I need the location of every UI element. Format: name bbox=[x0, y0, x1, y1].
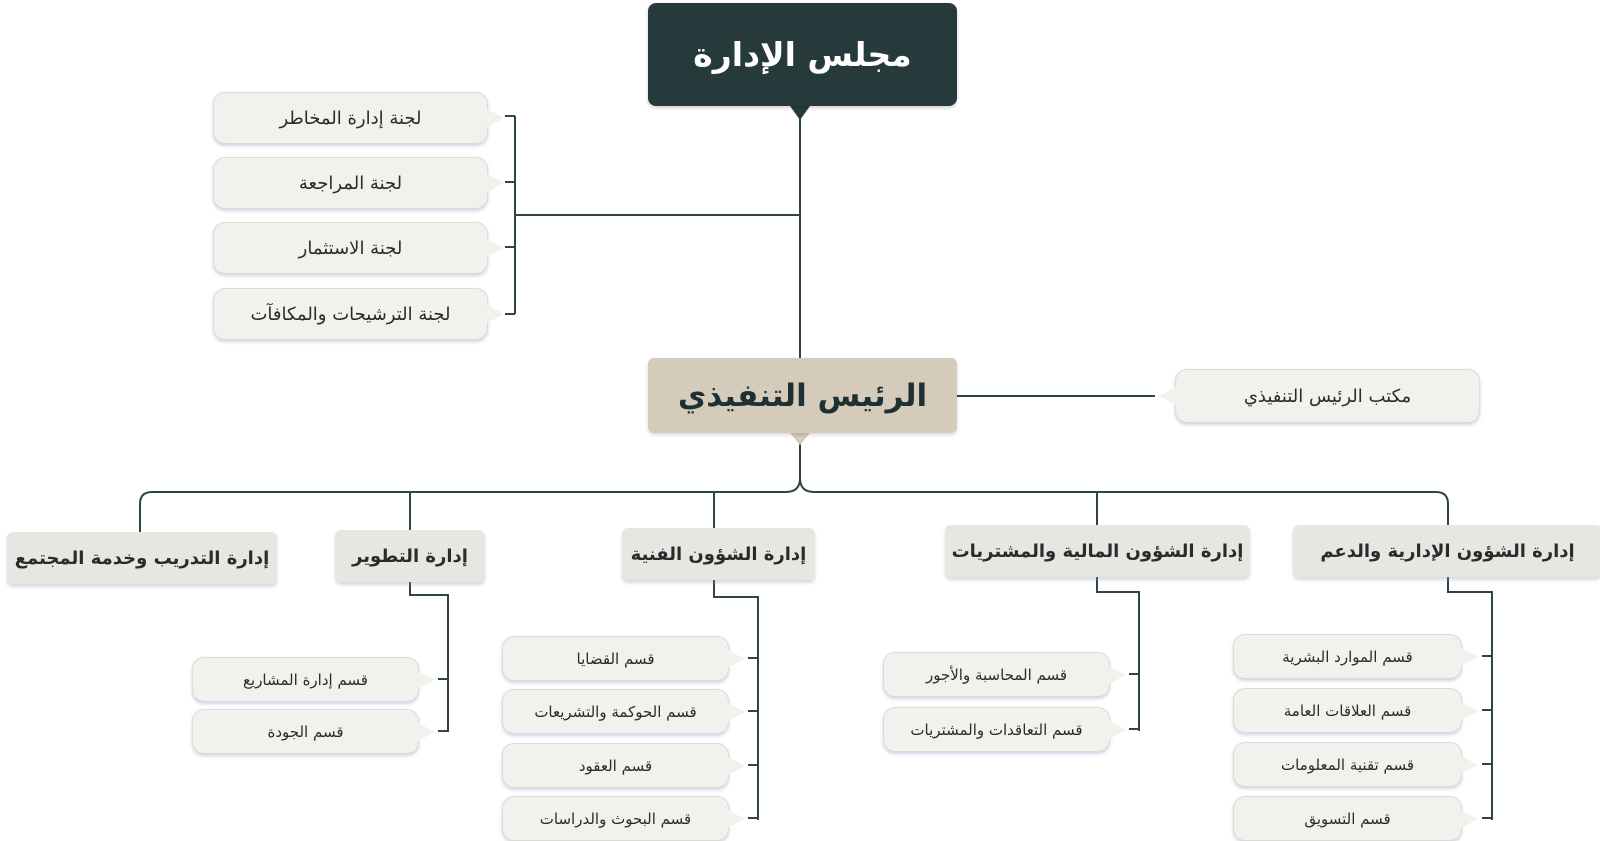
section-marketing[interactable]: قسم التسويق bbox=[1233, 796, 1478, 841]
connector-finance-sections bbox=[1096, 577, 1140, 731]
section-label: قسم العقود bbox=[578, 756, 653, 775]
section-it[interactable]: قسم تقنية المعلومات bbox=[1233, 742, 1478, 787]
section-hr[interactable]: قسم الموارد البشرية bbox=[1233, 634, 1478, 679]
ceo-pointer bbox=[790, 433, 810, 445]
board-box[interactable]: مجلس الإدارة bbox=[648, 3, 957, 106]
dept-label: إدارة الشؤون الإدارية والدعم bbox=[1320, 540, 1575, 562]
committee-investment[interactable]: لجنة الاستثمار bbox=[213, 222, 504, 274]
committee-risk[interactable]: لجنة إدارة المخاطر bbox=[213, 92, 504, 144]
section-label: قسم الحوكمة والتشريعات bbox=[534, 702, 697, 721]
section-cases[interactable]: قسم القضايا bbox=[502, 636, 745, 681]
connector-admin-sections bbox=[1447, 577, 1493, 820]
connector-departments bbox=[799, 433, 1449, 525]
board-label: مجلس الإدارة bbox=[693, 35, 912, 74]
connector-technical-sections bbox=[713, 577, 759, 820]
section-contracting-procurement[interactable]: قسم التعاقدات والمشتريات bbox=[883, 707, 1126, 752]
section-public-relations[interactable]: قسم العلاقات العامة bbox=[1233, 688, 1478, 733]
ceo-office-label: مكتب الرئيس التنفيذي bbox=[1243, 385, 1412, 407]
dept-finance-procurement[interactable]: إدارة الشؤون المالية والمشتريات bbox=[945, 525, 1250, 577]
connector-committees bbox=[505, 115, 800, 315]
section-label: قسم الجودة bbox=[267, 722, 344, 741]
section-project-management[interactable]: قسم إدارة المشاريع bbox=[192, 657, 435, 702]
section-governance-legislation[interactable]: قسم الحوكمة والتشريعات bbox=[502, 689, 745, 734]
dept-label: إدارة الشؤون المالية والمشتريات bbox=[951, 540, 1244, 562]
section-label: قسم الموارد البشرية bbox=[1282, 647, 1413, 666]
section-label: قسم التعاقدات والمشتريات bbox=[910, 720, 1083, 739]
committee-label: لجنة الترشيحات والمكافآت bbox=[250, 303, 451, 325]
dept-training-community[interactable]: إدارة التدريب وخدمة المجتمع bbox=[7, 532, 277, 584]
dept-label: إدارة الشؤون الفنية bbox=[630, 543, 807, 565]
committee-label: لجنة الاستثمار bbox=[298, 237, 403, 259]
committee-audit[interactable]: لجنة المراجعة bbox=[213, 157, 504, 209]
dept-admin-support[interactable]: إدارة الشؤون الإدارية والدعم bbox=[1293, 525, 1600, 577]
dept-label: إدارة التدريب وخدمة المجتمع bbox=[14, 547, 270, 569]
section-contracts[interactable]: قسم العقود bbox=[502, 743, 745, 788]
committee-nominations[interactable]: لجنة الترشيحات والمكافآت bbox=[213, 288, 504, 340]
dept-development[interactable]: إدارة التطوير bbox=[335, 530, 485, 582]
section-research-studies[interactable]: قسم البحوث والدراسات bbox=[502, 796, 745, 841]
section-label: قسم المحاسبة والأجور bbox=[925, 665, 1068, 684]
section-label: قسم العلاقات العامة bbox=[1283, 701, 1412, 720]
ceo-box[interactable]: الرئيس التنفيذي bbox=[648, 358, 957, 433]
committee-label: لجنة إدارة المخاطر bbox=[279, 107, 422, 129]
section-label: قسم تقنية المعلومات bbox=[1281, 755, 1415, 774]
ceo-office-box[interactable]: مكتب الرئيس التنفيذي bbox=[1159, 369, 1480, 423]
section-accounting-payroll[interactable]: قسم المحاسبة والأجور bbox=[883, 652, 1126, 697]
section-quality[interactable]: قسم الجودة bbox=[192, 709, 435, 754]
section-label: قسم البحوث والدراسات bbox=[539, 809, 692, 828]
section-label: قسم التسويق bbox=[1304, 809, 1391, 828]
section-label: قسم القضايا bbox=[576, 649, 655, 668]
dept-technical[interactable]: إدارة الشؤون الفنية bbox=[622, 528, 815, 580]
ceo-label: الرئيس التنفيذي bbox=[677, 377, 928, 414]
board-pointer bbox=[790, 106, 810, 120]
section-label: قسم إدارة المشاريع bbox=[243, 670, 368, 689]
committee-label: لجنة المراجعة bbox=[298, 172, 403, 194]
dept-label: إدارة التطوير bbox=[352, 545, 468, 567]
connector-development-sections bbox=[409, 579, 449, 732]
